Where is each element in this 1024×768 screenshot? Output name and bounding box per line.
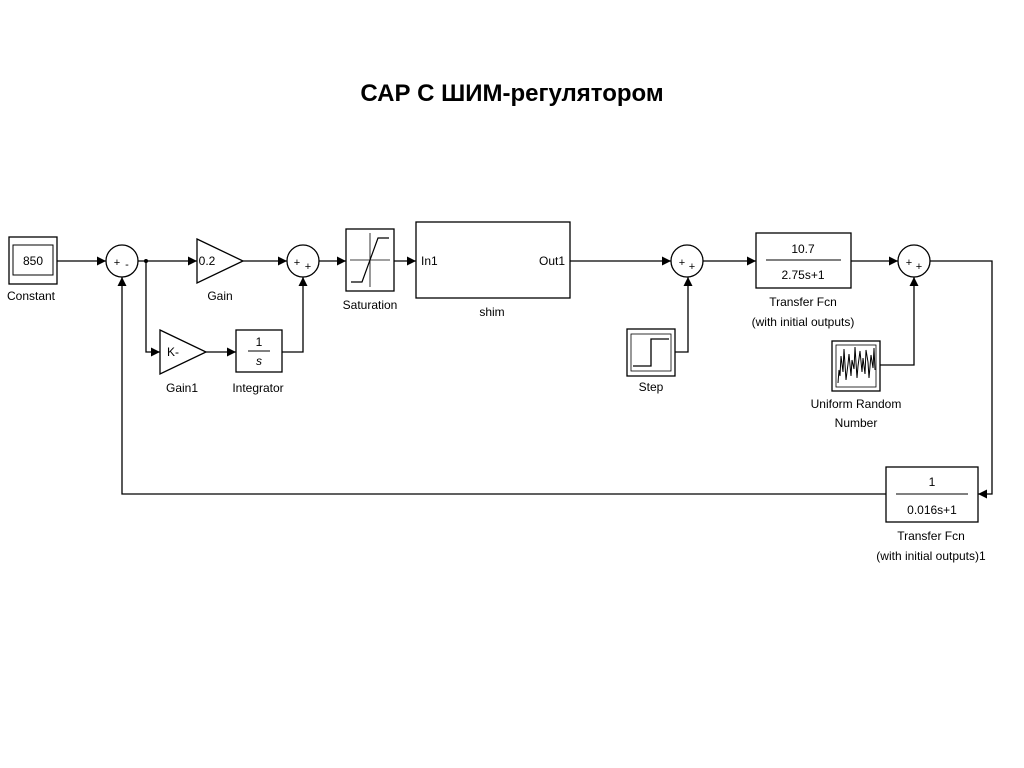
integrator-numerator: 1 [256, 335, 263, 349]
saturation-block[interactable] [345, 228, 395, 292]
integrator-label: Integrator [232, 381, 283, 395]
transfer-fcn1-label-line1: Transfer Fcn [897, 529, 965, 543]
random-signal-icon [837, 346, 876, 384]
step-icon [633, 338, 669, 367]
gain-block[interactable]: 0.2 [196, 237, 245, 285]
sum4-sign-1: + [906, 257, 912, 269]
shim-label: shim [479, 305, 504, 319]
transfer-fcn-block[interactable]: 10.7 2.75s+1 [755, 232, 852, 289]
transfer-fcn1-denominator: 0.016s+1 [907, 503, 957, 517]
signal-lines [57, 256, 993, 499]
integrator-denominator: s [256, 354, 262, 368]
sum1-sign-2: - [125, 259, 129, 271]
sum2-block[interactable]: + + [286, 244, 320, 278]
uniform-random-block[interactable] [831, 340, 881, 392]
transfer-fcn-label-line2: (with initial outputs) [752, 315, 855, 329]
line-integrator-to-sum2 [282, 277, 308, 353]
transfer-fcn1-block[interactable]: 1 0.016s+1 [885, 466, 979, 523]
uniform-random-label-line2: Number [835, 416, 878, 430]
sum3-sign-2: + [689, 261, 695, 273]
constant-label: Constant [7, 289, 56, 303]
sum1-block[interactable]: + - [105, 244, 139, 278]
line-tf2-to-sum1 [117, 277, 886, 495]
step-label: Step [639, 380, 664, 394]
gain1-value: K- [167, 345, 179, 359]
step-block[interactable] [626, 328, 676, 377]
uniform-random-label-line1: Uniform Random [811, 397, 902, 411]
saturation-label: Saturation [343, 298, 398, 312]
gain1-block[interactable]: K- [159, 328, 208, 376]
sum3-block[interactable]: + + [670, 244, 704, 278]
transfer-fcn1-label-line2: (with initial outputs)1 [876, 549, 986, 563]
line-branch-to-gain1 [145, 261, 160, 357]
constant-block[interactable]: 850 [8, 236, 58, 285]
gain-value: 0.2 [199, 254, 216, 268]
sum4-block[interactable]: + + [897, 244, 931, 278]
sum1-sign-1: + [114, 257, 120, 269]
sum2-sign-1: + [294, 257, 300, 269]
shim-subsystem-block[interactable]: In1 Out1 [415, 221, 571, 299]
sum3-sign-1: + [679, 257, 685, 269]
transfer-fcn-numerator: 10.7 [791, 242, 815, 256]
transfer-fcn-denominator: 2.75s+1 [781, 268, 824, 282]
gain-label: Gain [207, 289, 232, 303]
sum4-sign-2: + [916, 261, 922, 273]
integrator-block[interactable]: 1 s [235, 329, 283, 373]
constant-value: 850 [23, 254, 43, 268]
branch-point [144, 259, 148, 263]
shim-in-port: In1 [421, 254, 438, 268]
gain1-label: Gain1 [166, 381, 198, 395]
line-step-to-sum3 [675, 277, 693, 353]
saturation-curve-icon [351, 237, 389, 283]
shim-out-port: Out1 [539, 254, 565, 268]
line-sum4-to-tf2 [930, 260, 993, 499]
transfer-fcn1-numerator: 1 [929, 475, 936, 489]
sum2-sign-2: + [305, 261, 311, 273]
transfer-fcn-label-line1: Transfer Fcn [769, 295, 837, 309]
line-random-to-sum4 [880, 277, 919, 366]
diagram-title: САР С ШИМ-регулятором [360, 80, 664, 107]
